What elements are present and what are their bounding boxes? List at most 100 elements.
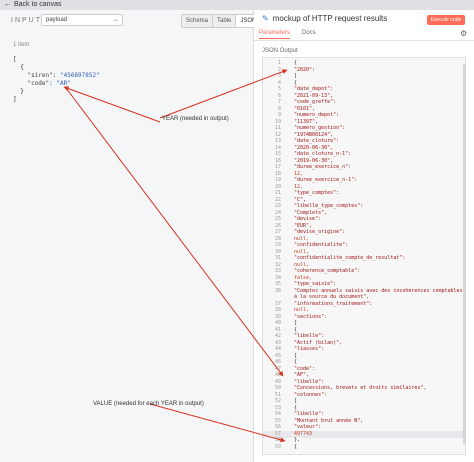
back-to-canvas-link[interactable]: ← Back to canvas xyxy=(4,0,61,10)
code-text: "type_saisie": xyxy=(294,281,337,287)
code-text: "11397", xyxy=(294,118,319,125)
input-json-line: [ xyxy=(13,56,17,63)
input-json-line: { xyxy=(13,64,24,71)
json-output-editor[interactable]: 1{2"2020":3[4{5"date_depot":6"2021-09-13… xyxy=(262,57,466,455)
input-json-line: "siren": "456897852" xyxy=(13,72,100,80)
json-key: "siren" xyxy=(27,72,53,79)
tab-docs[interactable]: Docs xyxy=(302,30,316,36)
items-count: 1 item xyxy=(13,42,30,48)
code-text: null, xyxy=(294,307,310,313)
input-json-line: "code": "AR" xyxy=(13,80,100,88)
separator: : xyxy=(49,80,57,87)
editor-line: à la source du document", xyxy=(263,294,465,301)
code-text: "2020-06-30", xyxy=(294,144,334,151)
annotation-year: YEAR (needed in output) xyxy=(162,116,229,122)
line-number: 59 xyxy=(274,443,281,450)
payload-select-value: payload xyxy=(46,17,68,23)
input-panel-header: INPUT xyxy=(11,17,42,24)
divider xyxy=(254,40,474,41)
node-title[interactable]: ✎ mockup of HTTP request results xyxy=(262,14,387,23)
tab-table[interactable]: Table xyxy=(213,15,237,27)
arrow-left-icon: ← xyxy=(4,1,11,8)
editor-line: 51 "colonnes": xyxy=(263,391,465,399)
editor-scrollbar[interactable] xyxy=(463,64,466,444)
code-text: 12, xyxy=(294,183,304,190)
code-text: "libelle": xyxy=(294,333,325,339)
code-text: "sections": xyxy=(294,313,328,320)
tab-parameters[interactable]: Parameters xyxy=(259,30,291,39)
code-text: "Complets", xyxy=(294,209,328,216)
code-text: "2021-09-13", xyxy=(294,92,334,99)
line-number: 2 xyxy=(277,66,281,73)
code-text: "code_greffe": xyxy=(294,99,337,105)
execute-node-button[interactable]: Execute node xyxy=(427,15,465,25)
code-text: [ xyxy=(294,352,298,359)
code-text: null, xyxy=(294,235,310,242)
code-text: { xyxy=(294,359,298,365)
code-text: "AF", xyxy=(294,372,310,378)
separator: : xyxy=(52,72,60,79)
json-value: "AR" xyxy=(56,80,71,87)
line-number: 50 xyxy=(274,385,281,391)
code-text: { xyxy=(294,326,298,333)
code-text: "libelle_type_comptes": xyxy=(294,203,364,209)
node-title-text: mockup of HTTP request results xyxy=(272,14,388,23)
code-text: [ xyxy=(294,73,298,79)
line-number: 51 xyxy=(274,391,281,398)
editor-line: 1{ xyxy=(263,60,465,67)
code-text: "duree_exercice_n": xyxy=(294,164,352,170)
code-text: "Montant brut année N", xyxy=(294,417,364,424)
editor-line: 49 "libelle": xyxy=(263,378,465,386)
display-mode-tabs: Schema Table JSON xyxy=(181,14,262,28)
code-text: "date_depot": xyxy=(294,86,334,92)
code-text: "numero_depot": xyxy=(294,112,340,118)
line-number: 1 xyxy=(277,60,281,66)
parameter-tabs: Parameters Docs xyxy=(259,30,316,39)
code-text: [ xyxy=(294,320,298,326)
code-text: "EUR", xyxy=(294,222,313,229)
editor-line: 59{ xyxy=(263,443,465,451)
input-json-line: ] xyxy=(13,96,17,103)
code-text: "libelle": xyxy=(294,378,325,385)
code-text: "1974B00124", xyxy=(294,131,334,138)
json-key: "code" xyxy=(27,80,50,87)
code-text: false, xyxy=(294,274,313,281)
code-text: "Concessions, brevets et droits similair… xyxy=(294,385,427,391)
code-text: "devise_origine": xyxy=(294,229,346,235)
code-text: 12, xyxy=(294,170,304,177)
tab-schema[interactable]: Schema xyxy=(182,15,214,27)
code-text: { xyxy=(294,404,298,411)
code-text: "libelle": xyxy=(294,411,325,417)
code-text: { xyxy=(294,79,298,86)
back-label: Back to canvas xyxy=(14,1,62,8)
code-text: à la source du document", xyxy=(294,294,370,300)
input-json-view: [ { "siren": "456897852" "code": "AR" }] xyxy=(13,56,100,104)
code-text: "2020": xyxy=(294,66,316,73)
code-text: "date_cloture": xyxy=(294,138,340,144)
top-bar xyxy=(0,0,474,10)
editor-line: 2 "2020": xyxy=(263,66,465,74)
code-text: "type_comptes": xyxy=(294,190,340,196)
indent xyxy=(13,72,27,79)
code-text: "code": xyxy=(294,365,316,372)
input-json-line: } xyxy=(13,88,24,95)
line-number: 49 xyxy=(274,378,281,385)
code-text: }, xyxy=(294,437,301,443)
code-text: "numero_gestion": xyxy=(294,125,346,131)
code-text: "duree_exercice_n-1": xyxy=(294,177,358,183)
line-number: 52 xyxy=(274,398,281,404)
code-text: 497743 xyxy=(294,430,313,437)
code-text: null, xyxy=(294,248,310,255)
editor-line: 52 [ xyxy=(263,398,465,405)
annotation-value: VALUE (needed for each YEAR in output) xyxy=(93,401,204,407)
code-text: "liasses": xyxy=(294,346,325,352)
code-text: "informations_traitement": xyxy=(294,300,373,307)
code-text: [ xyxy=(294,398,298,404)
json-value: "456897852" xyxy=(59,72,100,79)
gear-icon[interactable]: ⚙ xyxy=(460,29,468,38)
code-text: "colonnes": xyxy=(294,391,328,398)
code-text: "Actif (bilan)", xyxy=(294,339,343,346)
payload-select[interactable]: payload ⌄ xyxy=(41,14,123,26)
code-text: "Comptes annuels saisis avec des incohér… xyxy=(294,287,463,294)
indent xyxy=(13,80,27,87)
